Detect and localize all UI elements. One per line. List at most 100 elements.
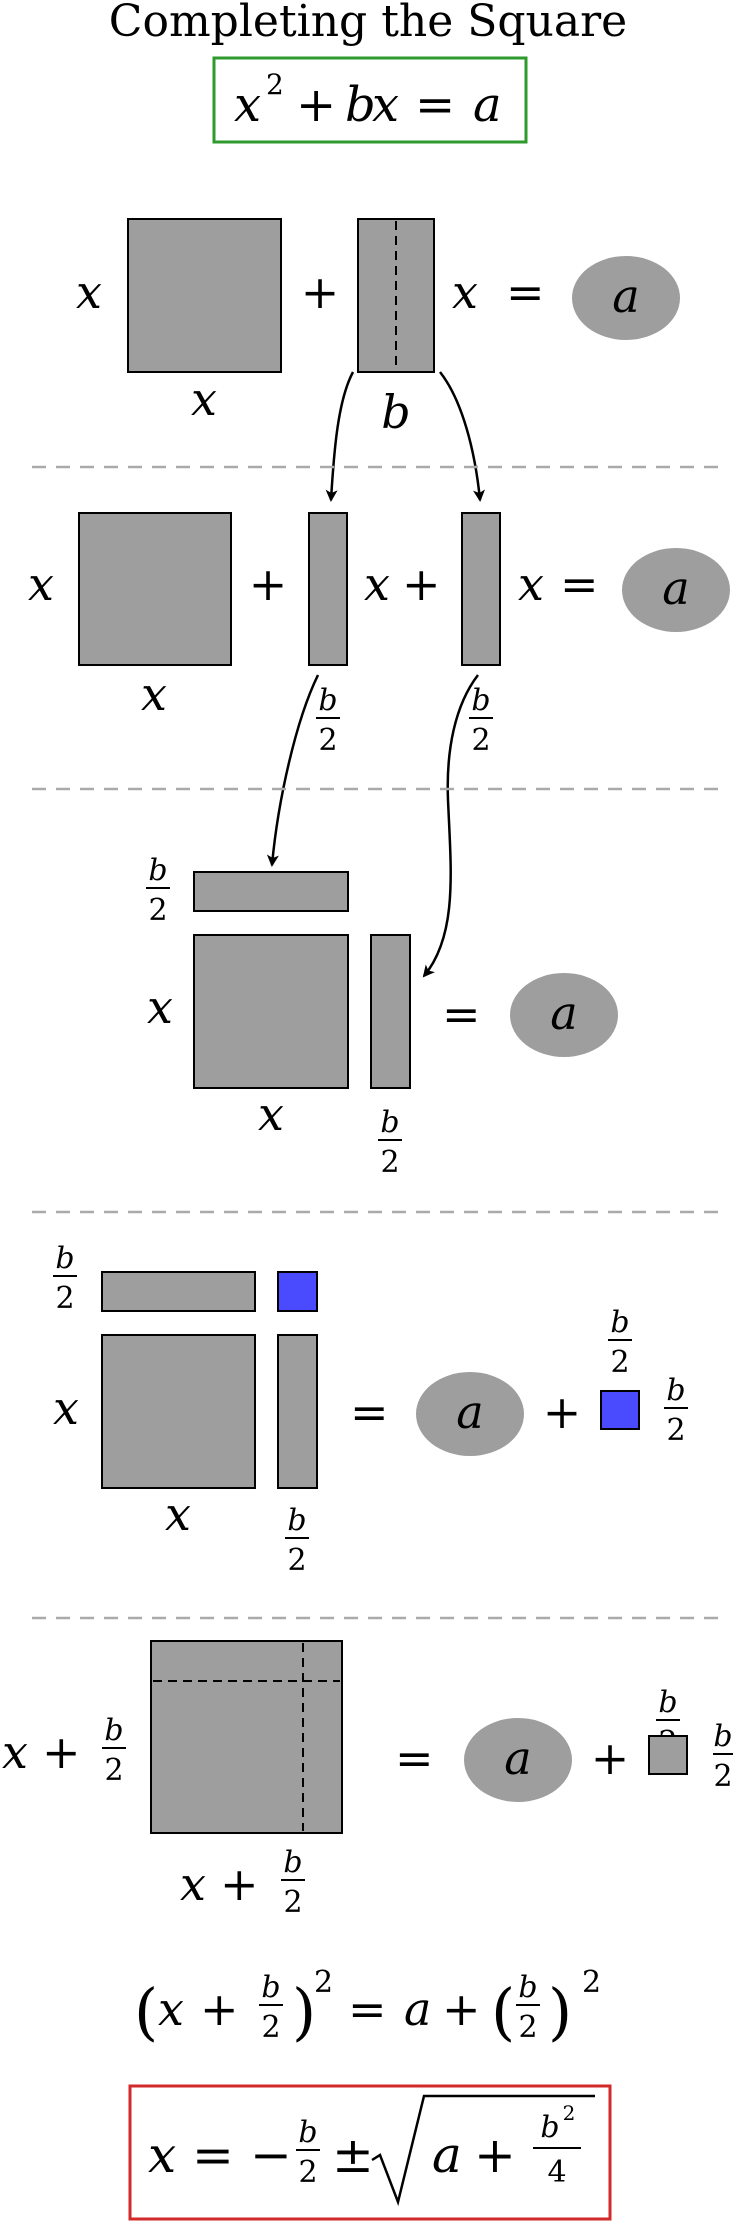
x-squared-square [78,512,232,666]
svg-text:x: x [148,2126,176,2184]
half-b-rectangle-top [193,871,349,912]
svg-text:x: x [452,265,478,319]
a-ellipse [510,973,618,1057]
svg-text:x: x [180,1857,206,1911]
square-root-sign [371,2094,595,2207]
svg-text:x: x [165,1487,191,1541]
svg-text:2: 2 [283,1885,302,1920]
small-gray-square [648,1735,688,1775]
half-b-fraction: b 2 [285,1503,309,1578]
svg-text:+: + [402,557,441,611]
half-b-rectangle-side [370,934,411,1089]
a-ellipse [464,1718,572,1802]
svg-text:): ) [548,1975,572,2048]
svg-text:x: x [191,372,217,426]
svg-text:2: 2 [298,2155,317,2190]
half-b-fraction: b 2 [146,853,170,928]
svg-text:x: x [141,667,167,721]
svg-text:x: x [147,980,173,1034]
x-plus-half-b-bottom-label: x + b 2 [180,1845,305,1920]
svg-text:x: x [76,265,102,319]
page-title: Completing the Square [109,0,627,47]
svg-text:2: 2 [314,1965,333,2000]
x-squared-square [101,1334,256,1489]
svg-text:2: 2 [563,2101,576,2125]
svg-text:a: a [504,1731,531,1785]
svg-text:2: 2 [713,1759,732,1794]
svg-text:2: 2 [287,1543,306,1578]
svg-text:+: + [249,557,288,611]
svg-text:=: = [192,2126,234,2184]
top-equation: x 2 + b x = a [234,68,502,133]
half-b-fraction: b 2 [608,1305,632,1380]
svg-text:+: + [301,265,340,319]
half-b-rectangle-top [101,1271,256,1312]
svg-text:b: b [261,1970,280,2005]
svg-text:2: 2 [261,2010,280,2045]
step-4: b 2 x x b 2 = a + b 2 b 2 [53,1241,688,1578]
svg-text:(: ( [491,1975,515,2048]
svg-text:−: − [250,2126,292,2184]
half-b-fraction: b 2 [469,683,493,758]
svg-text:b: b [380,1105,399,1140]
svg-text:x: x [258,1087,284,1141]
svg-text:x: x [2,1725,28,1779]
svg-text:a: a [473,77,502,133]
svg-text:=: = [348,1982,387,2036]
half-b-fraction: b 2 [664,1373,688,1448]
svg-text:=: = [395,1731,434,1785]
step-3: b 2 x x b 2 = a [146,853,618,1180]
squared-identity: ( x + b 2 ) 2 = a + ( b 2 ) 2 [134,1965,601,2048]
svg-text:a: a [612,269,639,323]
x-squared-square [193,934,349,1089]
svg-text:b: b [471,683,490,718]
svg-text:2: 2 [104,1753,123,1788]
svg-text:+: + [591,1731,630,1785]
svg-text:b: b [345,77,376,133]
svg-text:b: b [318,683,337,718]
svg-text:2: 2 [380,1145,399,1180]
completed-square [150,1640,343,1834]
svg-text:x: x [234,77,261,133]
svg-text:b: b [518,1970,537,2005]
svg-text:b: b [713,1719,732,1754]
blue-square [277,1271,318,1312]
blue-square [600,1390,640,1430]
svg-text:=: = [415,77,455,133]
svg-text:b: b [540,2110,559,2145]
svg-text:+: + [42,1725,81,1779]
svg-text:2: 2 [518,2010,537,2045]
svg-text:=: = [560,557,599,611]
svg-text:+: + [200,1982,239,2036]
svg-text:+: + [296,77,336,133]
svg-text:+: + [543,1385,582,1439]
half-b-fraction: b 2 [53,1241,77,1316]
svg-text:x: x [364,557,390,611]
svg-text:b: b [298,2115,317,2150]
step-1: x x + b x = a [76,218,680,502]
svg-text:a: a [550,986,577,1040]
x-squared-square [127,218,282,373]
a-ellipse [416,1372,524,1456]
svg-text:4: 4 [547,2155,566,2190]
svg-text:x: x [518,557,544,611]
half-b-rectangle-right [461,512,501,666]
a-ellipse [622,548,730,632]
svg-text:=: = [506,265,545,319]
svg-text:2: 2 [582,1965,601,2000]
result-box [128,2084,612,2221]
svg-text:x: x [158,1982,184,2036]
svg-text:(: ( [134,1975,158,2048]
svg-text:+: + [474,2126,516,2184]
step-2: x x + x + x = a b 2 b 2 [28,512,730,978]
svg-text:x: x [53,1381,79,1435]
svg-text:2: 2 [318,723,337,758]
svg-text:2: 2 [266,68,284,101]
svg-text:a: a [456,1385,483,1439]
x-plus-half-b-left-label: x + b 2 [2,1713,126,1788]
svg-text:a: a [662,561,689,615]
svg-text:2: 2 [610,1345,629,1380]
svg-text:a: a [404,1982,431,2036]
equation-box [212,56,528,144]
